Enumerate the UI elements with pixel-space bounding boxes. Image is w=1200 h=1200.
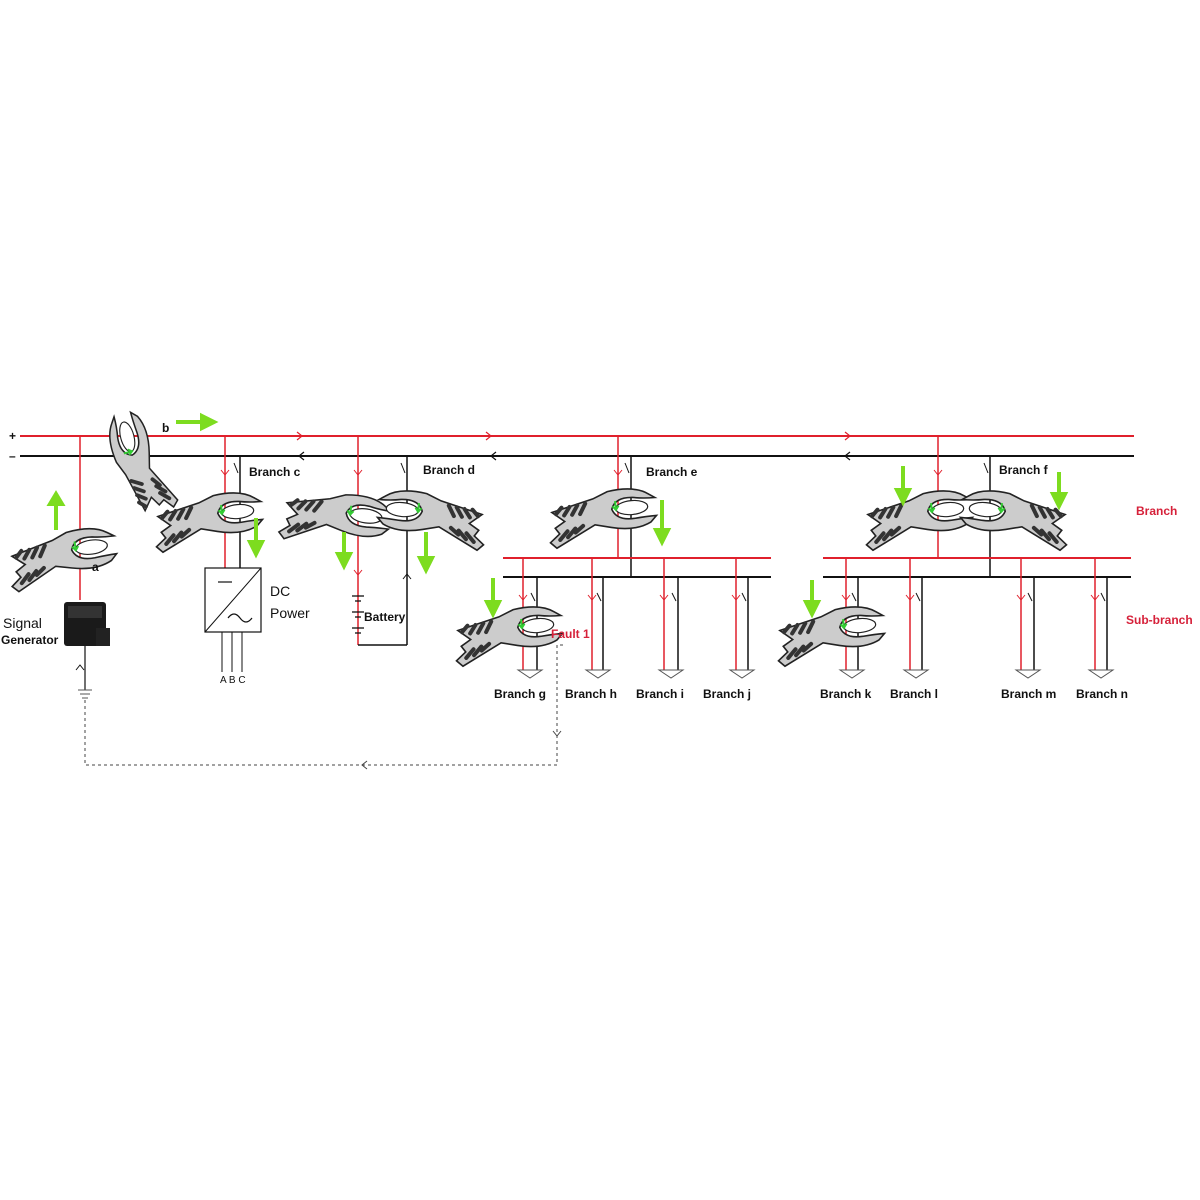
clamp-a-icon <box>3 522 122 595</box>
down-arrow-icon <box>416 532 436 575</box>
sub-branch-m <box>1014 558 1042 679</box>
branch-f-label: Branch f <box>999 463 1049 477</box>
clamp-d-red-icon <box>276 483 395 555</box>
down-arrow-icon <box>893 466 913 507</box>
sub-branch-i <box>657 558 685 679</box>
down-arrow-icon <box>1049 472 1069 511</box>
sub-branch-l <box>902 558 930 679</box>
dc-power-unit <box>204 567 262 633</box>
clamp-b-label: b <box>162 421 169 435</box>
sub-branch-n <box>1087 558 1115 679</box>
branch-g-label: Branch g <box>494 687 546 701</box>
branch-d-label: Branch d <box>423 463 475 477</box>
fault-label: Fault 1 <box>551 627 590 641</box>
branch-j-label: Branch j <box>703 687 751 701</box>
branch-m-label: Branch m <box>1001 687 1056 701</box>
signal-generator-box <box>64 602 110 646</box>
right-arrow-icon <box>176 412 219 432</box>
bus-flow-markers <box>296 431 851 461</box>
clamp-d-black-icon <box>373 486 490 553</box>
signal-generator-label-2: Generator <box>1 633 59 647</box>
down-arrow-icon <box>334 532 354 571</box>
sub-branch-h <box>584 558 612 679</box>
signal-generator-label-1: Signal <box>3 615 42 631</box>
branch-n-label: Branch n <box>1076 687 1128 701</box>
clamp-e-icon <box>544 484 661 551</box>
sub-branch-j <box>728 558 756 679</box>
branch-c-label: Branch c <box>249 465 301 479</box>
down-arrow-icon <box>652 500 672 547</box>
branch-e-label: Branch e <box>646 465 698 479</box>
branch-l-label: Branch l <box>890 687 938 701</box>
branch-i-label: Branch i <box>636 687 684 701</box>
clamp-a-label: a <box>92 560 99 574</box>
sub-branch-level-label: Sub-branch <box>1126 613 1193 627</box>
down-arrow-icon <box>483 578 503 619</box>
negative-label: – <box>9 449 16 463</box>
clamp-k-icon <box>772 602 889 669</box>
up-arrow-icon <box>46 490 66 530</box>
battery-symbol <box>352 595 364 634</box>
phases-label: A B C <box>220 675 246 686</box>
battery-label: Battery <box>364 610 406 624</box>
branch-k-label: Branch k <box>820 687 872 701</box>
down-arrow-icon <box>802 580 822 619</box>
ground-symbol <box>78 689 92 699</box>
branch-h-label: Branch h <box>565 687 617 701</box>
dc-power-label-1: DC <box>270 583 290 599</box>
down-arrow-icon <box>246 518 266 559</box>
branch-level-label: Branch <box>1136 504 1177 518</box>
clamp-f-red-icon <box>860 486 977 553</box>
positive-label: + <box>9 429 16 443</box>
clamp-g-icon <box>450 602 567 669</box>
dc-power-label-2: Power <box>270 605 310 621</box>
